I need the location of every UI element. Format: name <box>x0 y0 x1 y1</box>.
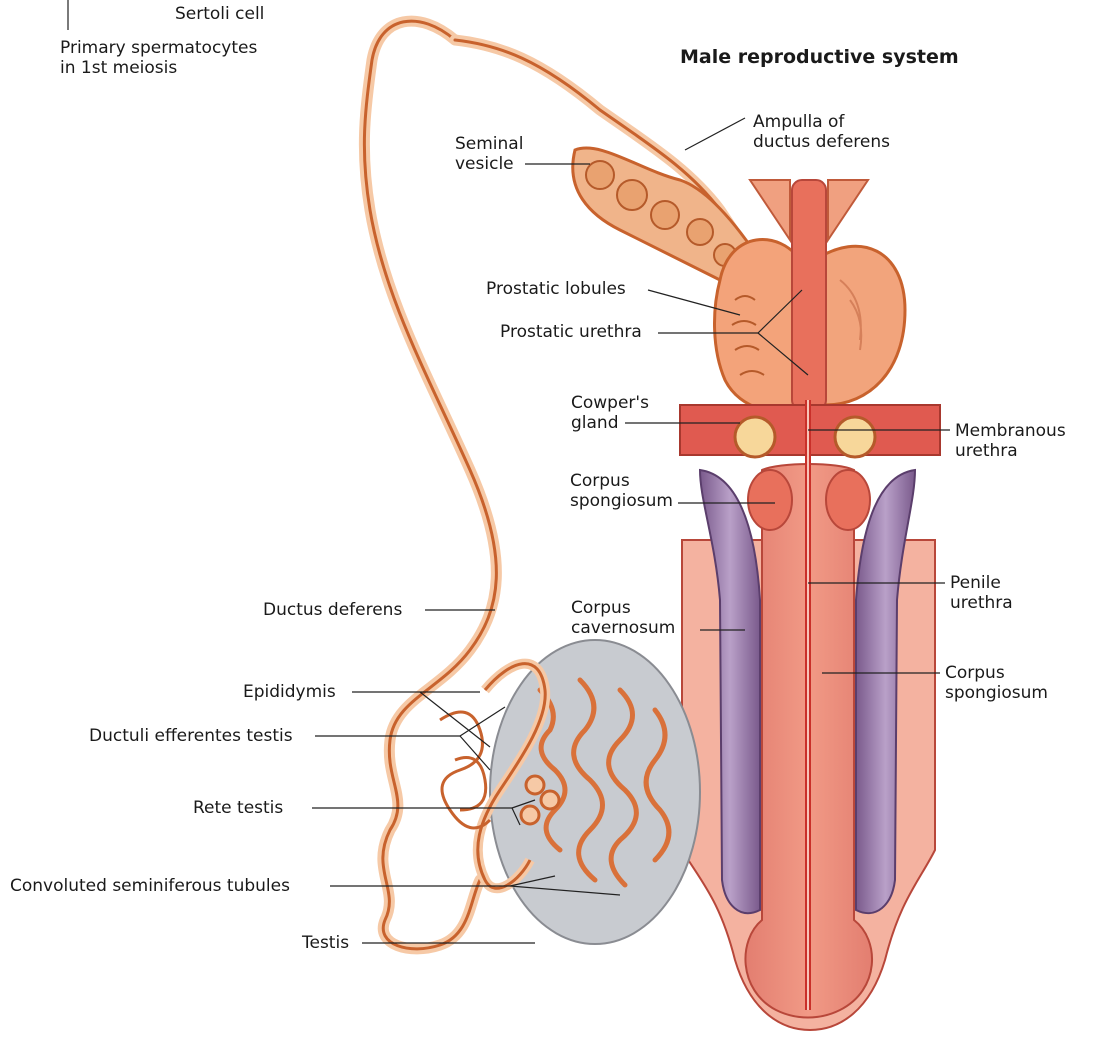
label-corpus-cavernosum: Corpus cavernosum <box>571 598 675 638</box>
figure-title: Male reproductive system <box>680 46 959 68</box>
label-prostatic-lobules: Prostatic lobules <box>486 279 626 299</box>
label-prostatic-urethra: Prostatic urethra <box>500 322 642 342</box>
label-convoluted-tubules: Convoluted seminiferous tubules <box>10 876 290 896</box>
label-ductus-deferens: Ductus deferens <box>263 600 402 620</box>
label-rete-testis: Rete testis <box>193 798 283 818</box>
label-seminal-vesicle: Seminal vesicle <box>455 134 523 174</box>
label-epididymis: Epididymis <box>243 682 336 702</box>
label-ductuli-efferentes: Ductuli efferentes testis <box>89 726 293 746</box>
testis-shape <box>490 640 700 944</box>
label-corpus-spongiosum-lower: Corpus spongiosum <box>945 663 1048 703</box>
label-sertoli-cell: Sertoli cell <box>175 4 264 24</box>
label-primary-spermatocytes: Primary spermatocytes in 1st meiosis <box>60 38 257 78</box>
label-testis: Testis <box>302 933 349 953</box>
label-ampulla: Ampulla of ductus deferens <box>753 112 890 152</box>
label-corpus-spongiosum-upper: Corpus spongiosum <box>570 471 673 511</box>
cowpers-gland-left <box>735 417 775 457</box>
label-penile-urethra: Penile urethra <box>950 573 1013 613</box>
cowpers-gland-right <box>835 417 875 457</box>
label-cowpers-gland: Cowper's gland <box>571 393 649 433</box>
label-membranous-urethra: Membranous urethra <box>955 421 1066 461</box>
